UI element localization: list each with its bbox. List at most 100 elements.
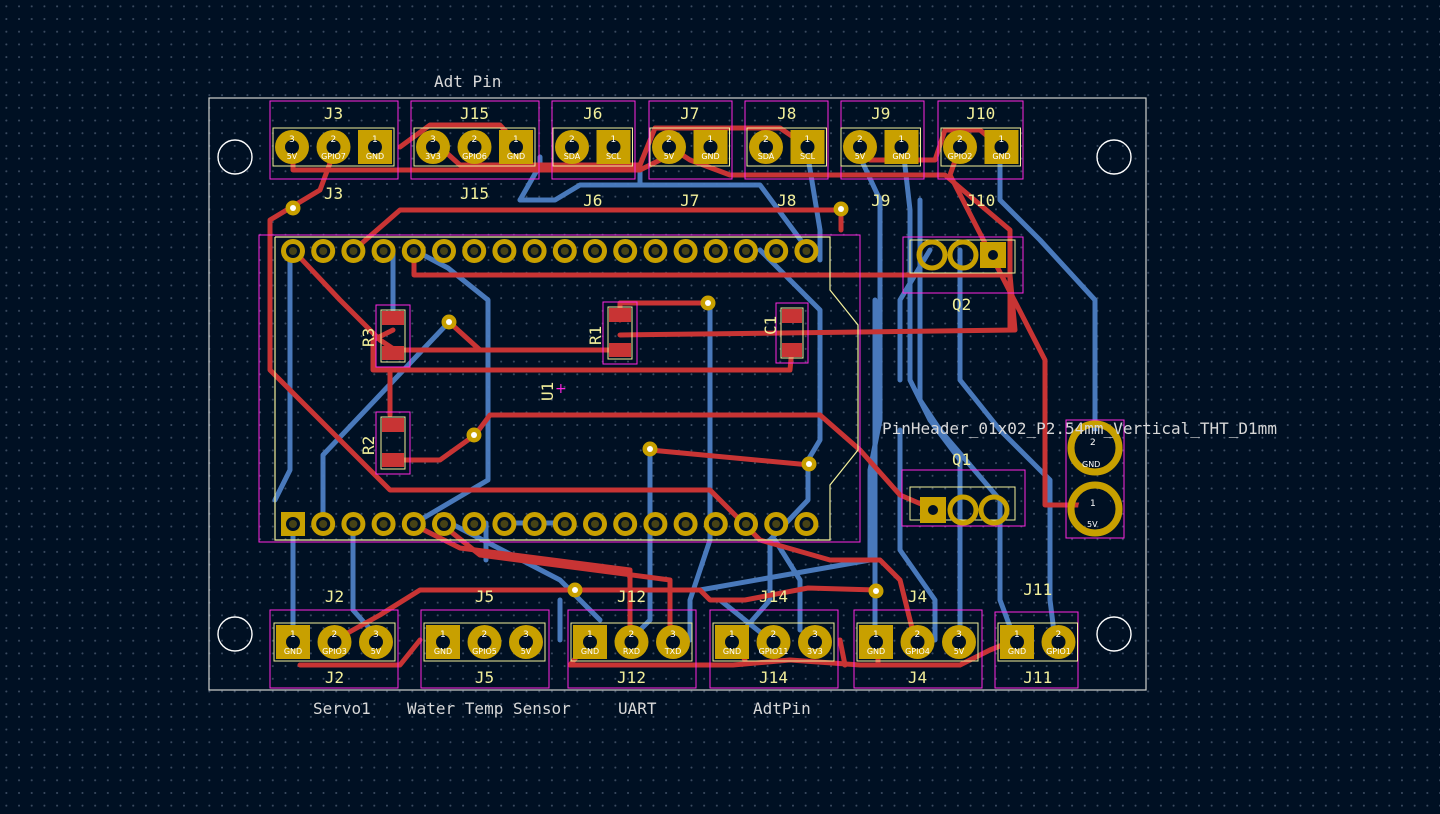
pad-label: GND (701, 152, 719, 161)
pad-number: 2 (472, 135, 478, 145)
pad-number: 2 (629, 630, 635, 640)
label-pin-header-value: PinHeader_01x02_P2.54mm_Vertical_THT_D1m… (882, 419, 1277, 438)
pad-label: GPIO11 (759, 647, 789, 656)
board-outline[interactable] (208, 97, 1147, 691)
footprint-R2[interactable]: R2 (359, 411, 411, 475)
connector-silkscreen (840, 127, 921, 167)
footprint-power-header[interactable]: 2 GND 1 5V (1065, 419, 1125, 539)
pad-number: 1 (708, 135, 714, 145)
connector-courtyard (744, 100, 829, 180)
pad-number: 3 (523, 630, 529, 640)
pad[interactable]: 25V (843, 130, 877, 164)
back-copper-tracks[interactable] (272, 154, 1098, 643)
mounting-holes[interactable] (217, 139, 1132, 652)
label-water-temp-sensor: Water Temp Sensor (407, 699, 571, 718)
pad[interactable]: 35V (359, 625, 393, 659)
pad-number: 3 (670, 630, 676, 640)
pad-label: GPIO2 (948, 152, 973, 161)
pad[interactable]: 35V (275, 130, 309, 164)
connector-courtyard (567, 609, 697, 689)
c1-reference: C1 (761, 316, 780, 335)
pad-number: 2 (1056, 630, 1062, 640)
mounting-hole-bottom-left[interactable] (217, 616, 253, 652)
footprint-C1[interactable]: C1 (761, 302, 809, 364)
pad-number: 2 (666, 135, 672, 145)
pad-label: 5V (664, 152, 675, 161)
pad-number: 3 (430, 135, 436, 145)
pad-label: GND (1008, 647, 1026, 656)
connector-reference: J9 (871, 104, 890, 123)
footprint-R1[interactable]: R1 (586, 301, 638, 365)
pad[interactable]: 35V (509, 625, 543, 659)
pad-label: GPIO7 (321, 152, 346, 161)
pad-label: TXD (664, 647, 682, 656)
u1-reference: U1 (538, 382, 557, 401)
connector-courtyard (648, 100, 733, 180)
footprint-Q1[interactable]: Q1 (901, 450, 1026, 527)
footprint-R3[interactable]: R3 (359, 304, 411, 368)
pad-number: 1 (587, 630, 593, 640)
connector-courtyard (709, 609, 839, 689)
pad-number: 2 (915, 630, 921, 640)
mounting-hole-top-right[interactable] (1096, 139, 1132, 175)
u1-top-pin-row[interactable] (281, 239, 819, 263)
footprint-U1[interactable]: U1 + (258, 234, 861, 543)
pad[interactable]: 35V (942, 625, 976, 659)
connector-reference-silkscreen: J10 (966, 191, 995, 210)
connector-reference: J4 (908, 587, 927, 606)
footprint-Q2[interactable]: Q2 (902, 236, 1024, 314)
connector-silkscreen (273, 622, 396, 662)
pad[interactable]: 2 5V (652, 130, 686, 164)
connector-silkscreen (413, 127, 536, 167)
r2-reference: R2 (359, 436, 378, 455)
pad-number: 2 (331, 135, 337, 145)
connector-footprints[interactable]: 35V2GPIO71GNDJ3J333V32GPIO61GNDJ15J152SD… (269, 100, 1079, 689)
connector-courtyard (853, 609, 983, 689)
connector-silkscreen (649, 127, 730, 167)
mounting-hole-top-left[interactable] (217, 139, 253, 175)
u1-bottom-pin-row[interactable] (281, 512, 819, 536)
mounting-hole-bottom-right[interactable] (1096, 616, 1132, 652)
